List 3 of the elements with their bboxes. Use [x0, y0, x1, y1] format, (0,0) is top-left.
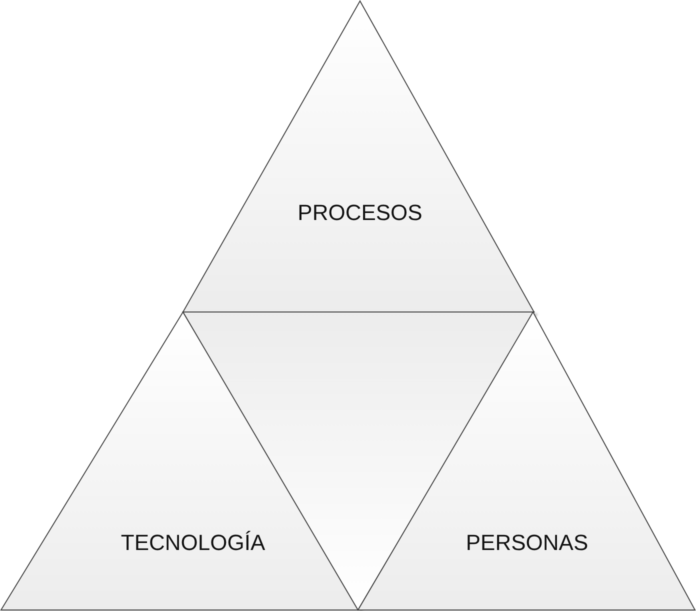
node-label: TECNOLOGÍA	[120, 530, 266, 556]
node-label: PROCESOS	[298, 200, 422, 226]
node-label: PERSONAS	[466, 530, 588, 556]
